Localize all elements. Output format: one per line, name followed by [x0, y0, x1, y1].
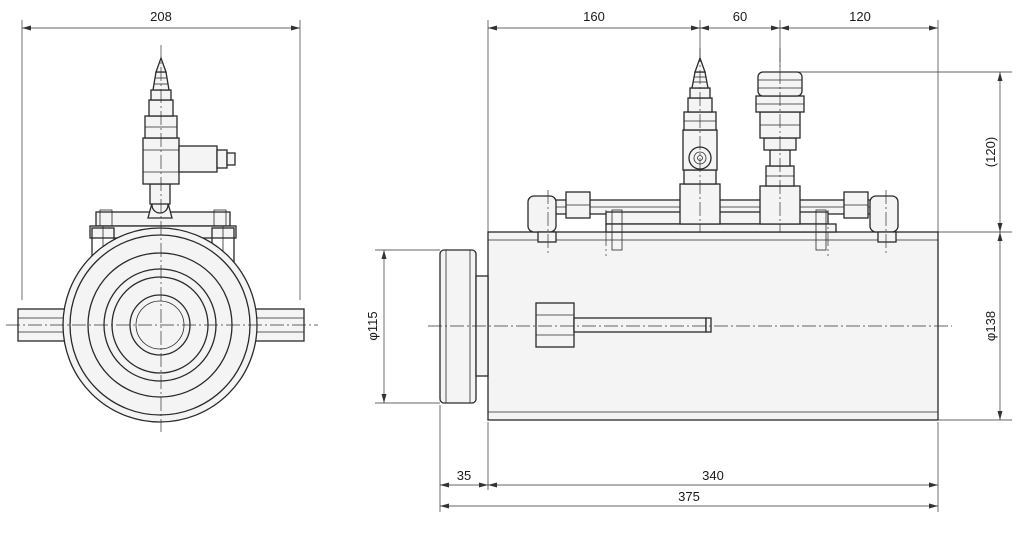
- dim-top-a-label: 160: [583, 9, 605, 24]
- front-view: 208: [6, 9, 318, 432]
- side-rod: [535, 302, 712, 348]
- dim-right-height-label: (120): [983, 137, 998, 167]
- dim-right: (120) φ138: [790, 71, 1012, 421]
- dim-left-diameter-label: φ115: [365, 311, 380, 340]
- front-valve-assembly: [142, 56, 236, 219]
- dim-top-chain: 160 60 120: [487, 9, 939, 232]
- dim-top-c-label: 120: [849, 9, 871, 24]
- side-manifold: [527, 191, 899, 251]
- dim-bottom: 35 340 375: [439, 405, 939, 512]
- dim-top-b-label: 60: [733, 9, 747, 24]
- dim-bottom-b-label: 340: [702, 468, 724, 483]
- front-centerlines: [6, 45, 318, 432]
- dim-right-diameter-label: φ138: [983, 311, 998, 341]
- side-centerlines: [428, 48, 952, 327]
- dim-front-width-label: 208: [150, 9, 172, 24]
- dim-left: φ115: [365, 249, 440, 404]
- dim-front-width: 208: [21, 9, 301, 300]
- dim-bottom-total-label: 375: [678, 489, 700, 504]
- side-view: 160 60 120 (120) φ138 φ115: [365, 9, 1012, 512]
- dim-bottom-a-label: 35: [457, 468, 471, 483]
